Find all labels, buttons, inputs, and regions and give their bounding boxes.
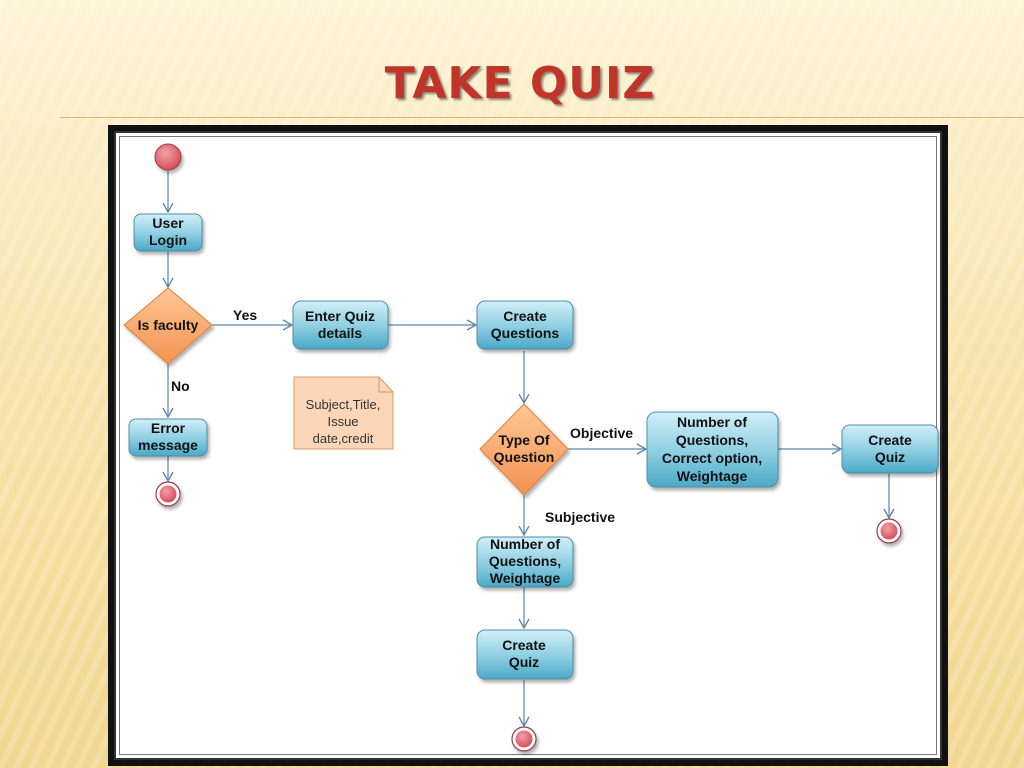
title-rule <box>60 117 1024 118</box>
objective-label: Objective <box>570 425 633 441</box>
subjective-details-line-1: Number of <box>490 536 560 552</box>
enter-quiz-details-line-1: Enter Quiz <box>305 308 375 324</box>
activity-create-quiz-subjective: Create Quiz <box>476 629 574 680</box>
note-quiz-details: Subject,Title, Issue date,credit <box>293 376 394 450</box>
activity-error-message: Error message <box>128 418 208 457</box>
type-of-question-line-1: Type Of <box>498 432 549 448</box>
is-faculty-label: Is faculty <box>138 317 199 333</box>
create-quiz-subjective-line-1: Create <box>502 637 546 653</box>
create-questions-line-2: Questions <box>491 325 560 341</box>
subjective-details-line-3: Weightage <box>490 570 561 586</box>
yes-label: Yes <box>233 307 257 323</box>
create-questions-line-1: Create <box>503 308 547 324</box>
final-node-subjective <box>511 726 537 752</box>
decision-type-of-question: Type Of Question <box>479 403 569 496</box>
user-login-line-1: User <box>152 215 184 231</box>
error-message-line-2: message <box>138 437 198 453</box>
no-label: No <box>171 378 190 394</box>
user-login-line-2: Login <box>149 232 187 248</box>
activity-objective-details: Number of Questions, Correct option, Wei… <box>646 411 779 488</box>
subjective-label: Subjective <box>545 509 615 525</box>
type-of-question-line-2: Question <box>494 449 555 465</box>
activity-enter-quiz-details: Enter Quiz details <box>292 300 389 350</box>
create-quiz-objective-line-2: Quiz <box>875 449 905 465</box>
error-message-line-1: Error <box>151 420 186 436</box>
create-quiz-subjective-line-2: Quiz <box>509 654 539 670</box>
activity-create-questions: Create Questions <box>476 300 574 350</box>
activity-user-login: User Login <box>133 213 203 252</box>
create-quiz-objective-line-1: Create <box>868 432 912 448</box>
note-line-1: Subject,Title, <box>306 397 381 412</box>
objective-details-line-1: Number of <box>677 414 747 430</box>
final-node-objective <box>876 518 902 544</box>
final-node-error <box>155 481 181 507</box>
objective-details-line-4: Weightage <box>677 468 748 484</box>
note-line-2: Issue <box>327 414 358 429</box>
subjective-details-line-2: Questions, <box>489 553 561 569</box>
enter-quiz-details-line-2: details <box>318 325 363 341</box>
activity-create-quiz-objective: Create Quiz <box>841 424 939 474</box>
objective-details-line-2: Questions, <box>676 432 748 448</box>
objective-details-line-3: Correct option, <box>662 450 762 466</box>
activity-subjective-details: Number of Questions, Weightage <box>476 536 574 588</box>
note-line-3: date,credit <box>313 431 374 446</box>
slide-title: TAKE QUIZ <box>384 58 656 109</box>
initial-node <box>154 143 182 171</box>
decision-is-faculty: Is faculty <box>123 287 213 365</box>
